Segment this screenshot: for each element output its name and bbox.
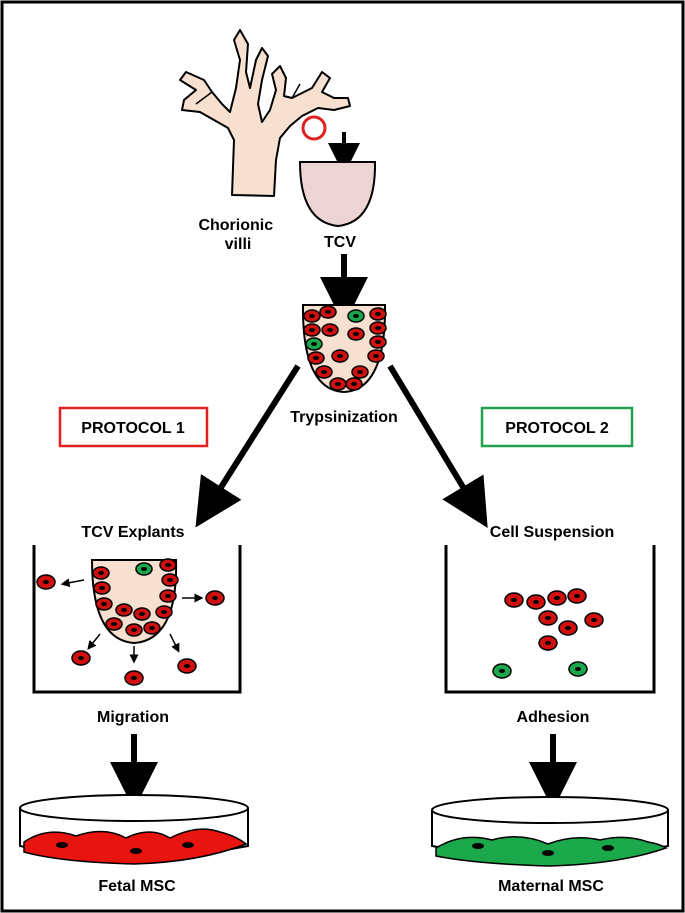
fetal-cell — [558, 620, 578, 636]
fetal-cell — [319, 305, 337, 319]
chorionic-villi-label: Chorionic villi — [198, 217, 277, 253]
cell-suspension-label: Cell Suspension — [490, 524, 614, 541]
fetal-cell — [143, 621, 161, 635]
fetal-cell — [315, 365, 333, 379]
fetal-cell — [584, 612, 604, 628]
fetal-cell — [331, 349, 349, 363]
fetal-cell — [155, 605, 173, 619]
migrating-cells — [36, 574, 225, 686]
fetal-cell — [567, 588, 587, 604]
fetal-cell — [538, 635, 558, 651]
fetal-cell — [504, 592, 524, 608]
fetal-cell — [177, 658, 197, 674]
maternal-cell — [305, 337, 323, 351]
trypsinization-label: Trypsinization — [290, 409, 398, 426]
fetal-cell — [105, 617, 123, 631]
fetal-cell — [303, 309, 321, 323]
maternal-cell — [347, 309, 365, 323]
fetal-cell — [547, 590, 567, 606]
maternal-culture-dish — [431, 796, 669, 867]
protocol1-box — [58, 406, 209, 448]
fetal-cell — [124, 670, 144, 686]
chorionic-villi-drawing — [179, 29, 351, 197]
tcv-label: TCV — [324, 234, 356, 251]
maternal-cell — [568, 661, 588, 677]
fetal-culture-dish — [19, 794, 249, 865]
fetal-cell — [329, 377, 347, 391]
suspension-cells — [492, 588, 604, 679]
fetal-cell — [36, 574, 56, 590]
fetal-cell — [351, 365, 369, 379]
fetal-cell — [95, 597, 113, 611]
fetal-cell — [93, 581, 111, 595]
protocol2-label: PROTOCOL 2 — [505, 420, 609, 437]
fetal-cell — [321, 323, 339, 337]
explant-inner-cells — [92, 558, 179, 637]
migration-arrows — [60, 578, 204, 664]
suspension-well — [444, 545, 656, 694]
fetal-cell — [307, 351, 325, 365]
villi-branch-left — [195, 91, 213, 105]
fetal-cell — [367, 349, 385, 363]
fetal-msc-cells — [23, 828, 248, 865]
maternal-cell — [492, 663, 512, 679]
fetal-cell — [159, 558, 177, 572]
villi-branch-right — [291, 83, 301, 99]
fetal-cell — [526, 594, 546, 610]
fetal-cell — [205, 590, 225, 606]
fetal-cell — [92, 566, 110, 580]
adhesion-label: Adhesion — [517, 709, 590, 726]
tcv-drawing — [298, 161, 377, 228]
arrow-to-protocol1 — [195, 364, 301, 528]
protocol1-label: PROTOCOL 1 — [81, 420, 185, 437]
protocol2-box — [480, 406, 634, 448]
fetal-cell — [369, 335, 387, 349]
explant-well — [32, 545, 242, 694]
fetal-cell — [125, 623, 143, 637]
fetal-cell — [347, 327, 365, 341]
fetal-cell — [538, 610, 558, 626]
fetal-cell — [159, 589, 177, 603]
sampling-site-circle — [301, 115, 327, 141]
fetal-cell — [71, 650, 91, 666]
fetal-cell — [369, 321, 387, 335]
fetal-cell — [303, 323, 321, 337]
trypsinization-cells — [303, 305, 387, 391]
maternal-msc-label: Maternal MSC — [498, 878, 604, 895]
fetal-cell — [369, 307, 387, 321]
migration-label: Migration — [97, 709, 169, 726]
fetal-cell — [115, 603, 133, 617]
arrow-to-protocol2 — [387, 364, 488, 528]
fetal-cell — [345, 377, 363, 391]
tcv-explants-label: TCV Explants — [81, 524, 184, 541]
fetal-cell — [161, 573, 179, 587]
fetal-msc-label: Fetal MSC — [98, 878, 176, 895]
maternal-cell — [135, 562, 153, 576]
fetal-cell — [133, 607, 151, 621]
